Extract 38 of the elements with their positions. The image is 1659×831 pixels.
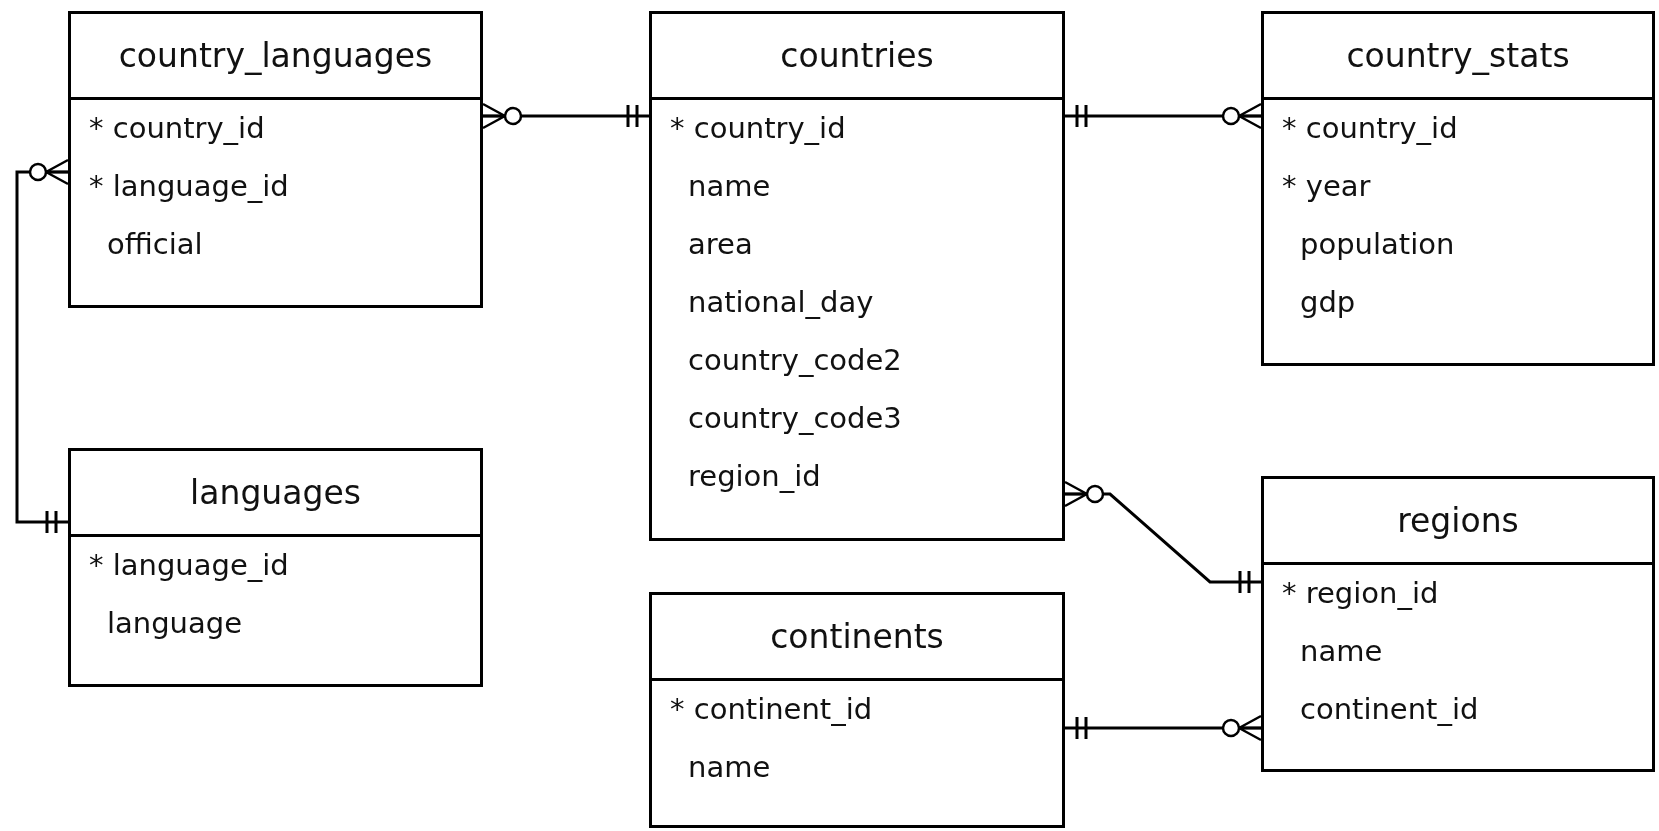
entity-table: [1261, 476, 1655, 772]
entity-table: [68, 11, 483, 308]
column-name: name: [688, 168, 771, 204]
entity-table: [649, 592, 1065, 828]
entity-table: [68, 448, 483, 687]
column-name: region_id: [688, 458, 821, 494]
column-name: * region_id: [1282, 575, 1439, 611]
relationship-line: [481, 102, 649, 130]
column-name: official: [107, 226, 203, 262]
column-name: name: [688, 749, 771, 785]
column-name: area: [688, 226, 753, 262]
column-name: * country_id: [1282, 110, 1458, 146]
relationship-line: [1065, 102, 1263, 130]
table-name: country_stats: [1346, 36, 1570, 75]
column-name: * continent_id: [670, 691, 873, 727]
column-name: * language_id: [89, 547, 289, 583]
column-name: * language_id: [89, 168, 289, 204]
table-name: languages: [190, 473, 361, 512]
table-name: continents: [770, 617, 944, 656]
table-name: countries: [780, 36, 934, 75]
column-name: language: [107, 605, 243, 641]
column-name: * year: [1282, 168, 1371, 204]
column-name: * country_id: [89, 110, 265, 146]
column-name: gdp: [1300, 284, 1356, 320]
entity-table: [649, 11, 1065, 541]
column-name: continent_id: [1300, 691, 1479, 727]
table-name: regions: [1397, 501, 1519, 540]
column-name: country_code2: [688, 342, 902, 378]
relationship-line: [1063, 480, 1261, 593]
column-name: * country_id: [670, 110, 846, 146]
relationship-line: [15, 158, 70, 533]
column-name: name: [1300, 633, 1383, 669]
column-name: population: [1300, 226, 1455, 262]
relationship-line: [1065, 714, 1263, 742]
table-name: country_languages: [118, 36, 433, 75]
column-name: national_day: [688, 284, 874, 320]
entity-table: [1261, 11, 1655, 366]
column-name: country_code3: [688, 400, 902, 436]
